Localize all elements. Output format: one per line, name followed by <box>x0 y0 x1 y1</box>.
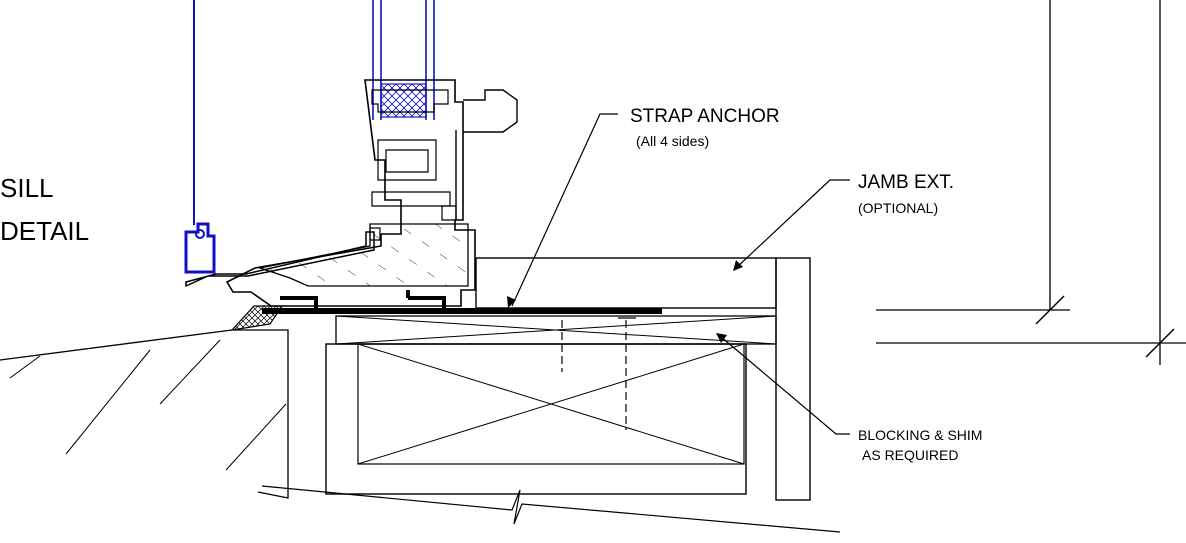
blocking-and-shim <box>325 315 777 495</box>
jamb-ext-note: (OPTIONAL) <box>858 200 938 216</box>
leader-lines <box>507 113 850 435</box>
blocking-line-1: BLOCKING & SHIM <box>858 427 982 443</box>
callout-blocking: BLOCKING & SHIM AS REQUIRED <box>858 427 982 463</box>
strap-anchor-note: (All 4 sides) <box>636 133 709 149</box>
window-frame-profile <box>185 79 518 307</box>
interior-wall <box>876 0 1186 365</box>
blocking-line-2: AS REQUIRED <box>862 447 958 463</box>
wall-substrate <box>0 329 841 533</box>
jamb-ext-label: JAMB EXT. <box>858 172 954 193</box>
callout-jamb-ext: JAMB EXT. (OPTIONAL) <box>858 172 954 216</box>
title-line-1: SILL <box>0 173 54 203</box>
thermal-break-fill <box>257 223 469 287</box>
title-line-2: DETAIL <box>0 216 89 246</box>
jamb-extension <box>475 257 811 501</box>
callout-strap-anchor: STRAP ANCHOR (All 4 sides) <box>630 106 780 149</box>
strap-anchor-label: STRAP ANCHOR <box>630 106 780 127</box>
strap-anchor <box>262 290 662 314</box>
detail-title: SILL DETAIL <box>0 173 89 246</box>
